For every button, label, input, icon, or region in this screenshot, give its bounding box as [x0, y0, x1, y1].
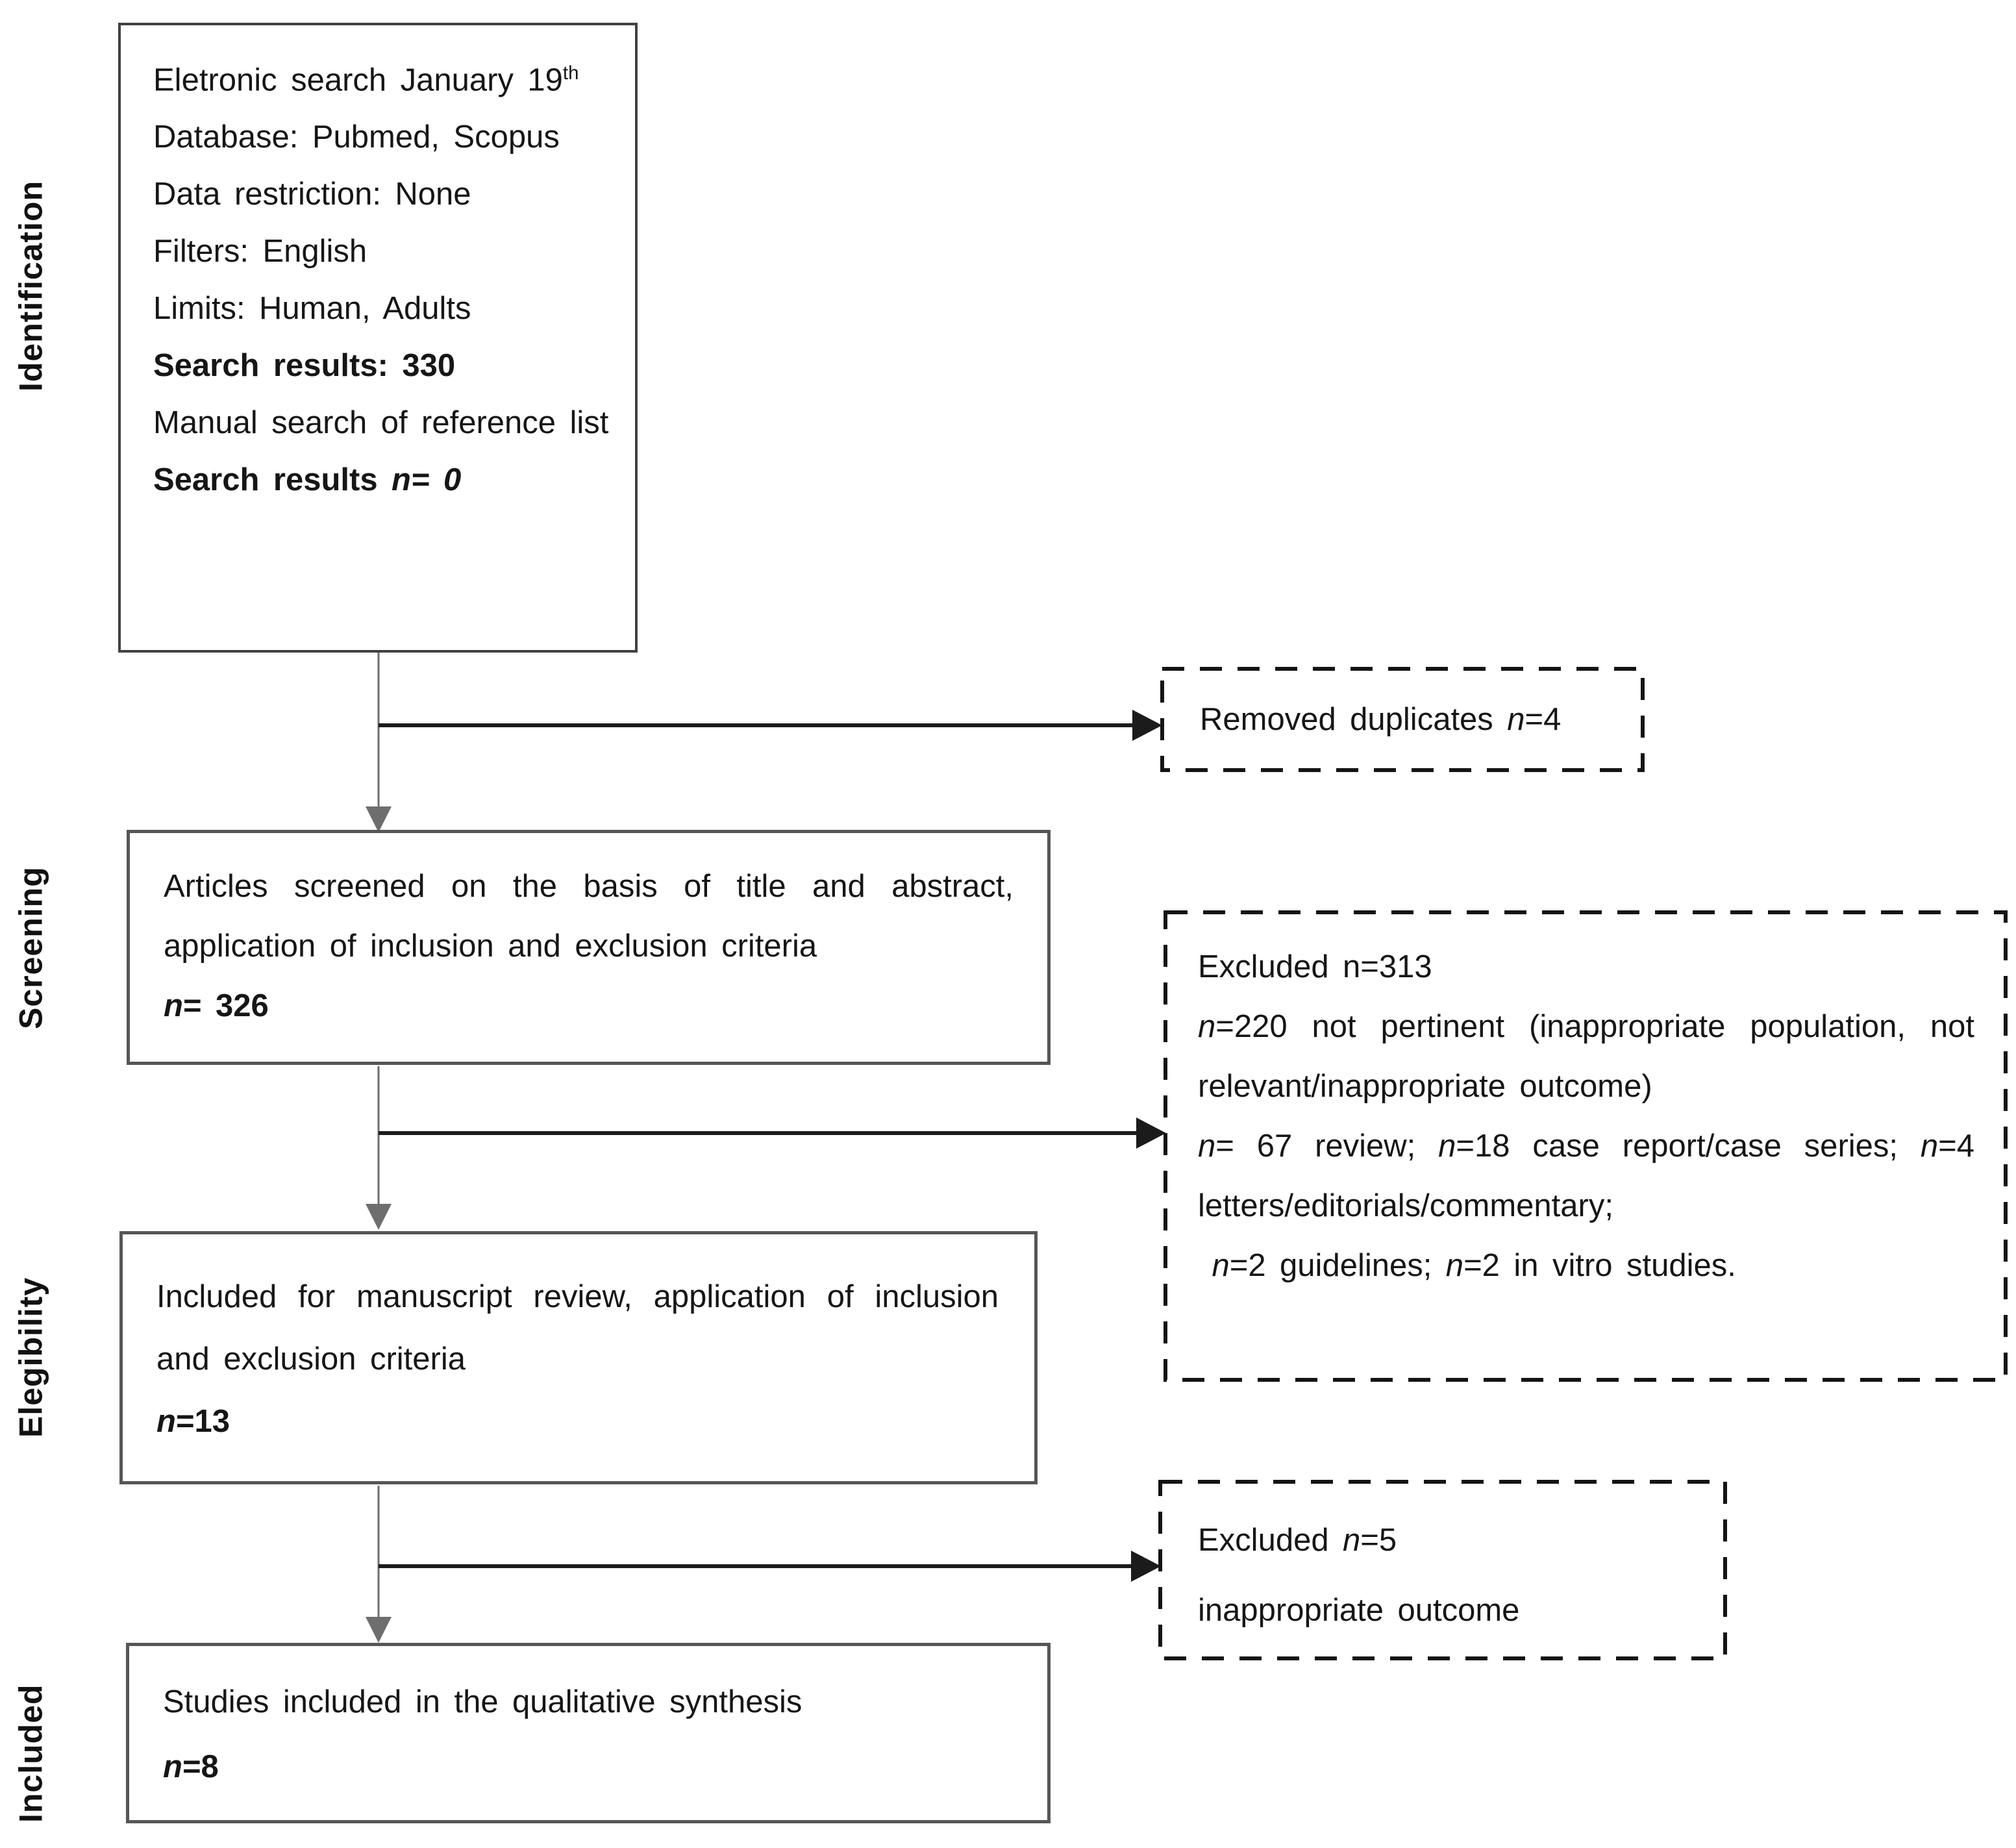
text-line: n=13	[156, 1404, 230, 1439]
text-line: Search results: 330	[153, 348, 456, 384]
text-line: Database: Pubmed, Scopus	[153, 119, 560, 155]
text-line: letters/editorials/commentary;	[1198, 1188, 1613, 1223]
dashed-border-excluded-eligibility	[1158, 1480, 1727, 1660]
excluded-eligibility-box: Excluded n=5 inappropriate outcome	[1160, 1482, 1725, 1658]
text-line: and exclusion criteria	[156, 1342, 466, 1377]
arrowhead-right-excluded-screening	[1136, 1118, 1166, 1149]
text-line: n=220 not pertinent (inappropriate popul…	[1198, 1009, 1974, 1044]
text-line: Studies included in the qualitative synt…	[163, 1684, 803, 1719]
text-line: n=2 guidelines; n=2 in vitro studies.	[1212, 1248, 1736, 1283]
dashed-border-removed-duplicates	[1160, 667, 1645, 772]
arrowhead-down-eligibility	[366, 1204, 392, 1230]
dashed-border-excluded-screening	[1164, 910, 2008, 1382]
arrowhead-right-excluded-eligibility	[1131, 1551, 1161, 1582]
text-line: n= 67 review; n=18 case report/case seri…	[1198, 1129, 1974, 1164]
arrowhead-right-removed-duplicates	[1132, 710, 1162, 741]
text-line: Data restriction: None	[153, 177, 471, 212]
text-line: Eletronic search January 19th	[153, 62, 579, 98]
text-line: relevant/inappropriate outcome)	[1198, 1069, 1652, 1104]
screening-box: Articles screened on the basis of title …	[127, 830, 1051, 1065]
text-line: Excluded n=5	[1198, 1523, 1397, 1558]
removed-duplicates-box: Removed duplicates n=4	[1162, 669, 1643, 770]
text-line: n=8	[163, 1749, 219, 1784]
arrowhead-down-included	[366, 1617, 392, 1643]
excluded-screening-box: Excluded n=313 n=220 not pertinent (inapp…	[1165, 912, 2006, 1380]
text-line: n= 326	[164, 988, 269, 1023]
text-line: Included for manuscript review, applicat…	[156, 1279, 999, 1314]
arrowhead-down-screening	[366, 806, 392, 832]
included-box: Studies included in the qualitative synt…	[126, 1643, 1051, 1823]
text-line: Filters: English	[153, 234, 367, 269]
text-line: Articles screened on the basis of title …	[164, 869, 1014, 904]
eligibility-box: Included for manuscript review, applicat…	[119, 1231, 1038, 1484]
text-line: inappropriate outcome	[1198, 1593, 1520, 1628]
text-line: Removed duplicates n=4	[1200, 702, 1562, 737]
text-line: application of inclusion and exclusion c…	[164, 929, 817, 964]
text-line: Limits: Human, Adults	[153, 291, 471, 327]
text-line: Excluded n=313	[1198, 949, 1432, 984]
text-line: Search results n= 0	[153, 462, 462, 498]
text-line: Manual search of reference list	[153, 405, 609, 441]
